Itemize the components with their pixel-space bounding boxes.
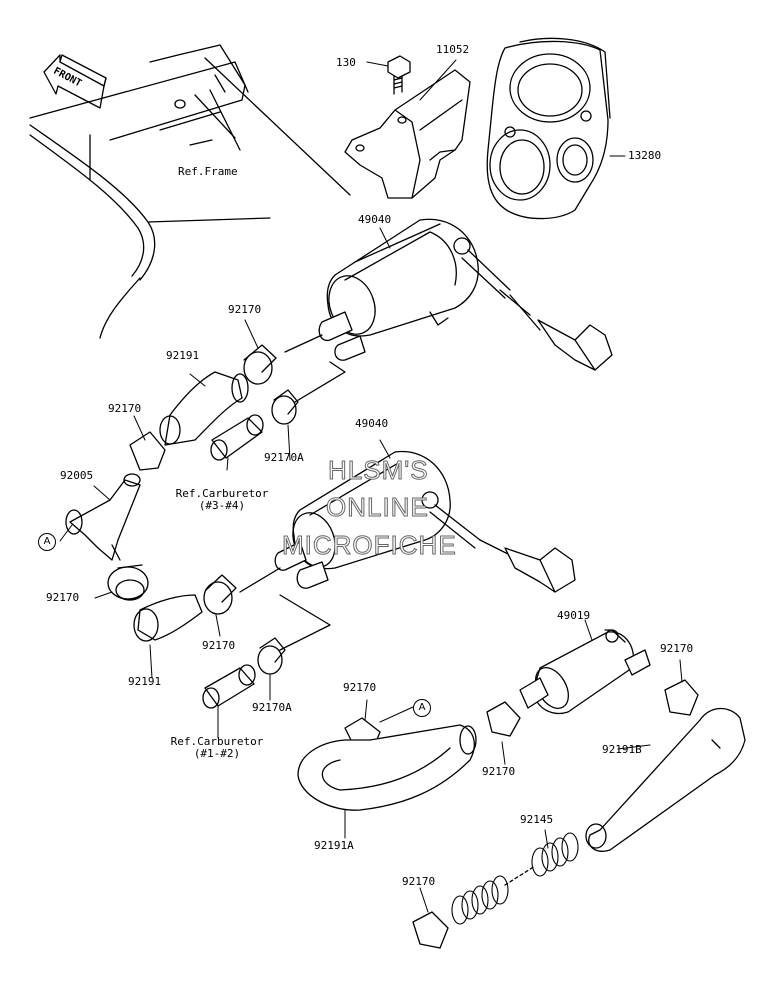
- part-number-92170A-lower: 92170A: [252, 701, 292, 714]
- clamp-92170-upper-drawing: [243, 344, 299, 425]
- callout-a-left: A: [38, 533, 56, 551]
- fitting-92005-drawing: [65, 473, 141, 561]
- fuel-filter-49019-drawing: [519, 629, 651, 715]
- fuel-pump-49040-upper-drawing: [318, 218, 613, 371]
- hose-92191A-drawing: [297, 724, 477, 811]
- part-number-92191B: 92191B: [602, 743, 642, 756]
- callout-a-right: A: [413, 699, 431, 717]
- part-number-92170A-upper: 92170A: [264, 451, 304, 464]
- watermark-line1: HLSM'S: [328, 455, 429, 486]
- hose-92191-lower-drawing: [133, 594, 203, 642]
- clamp-92170-lower-left-drawing: [107, 564, 149, 601]
- part-number-92170-b: 92170: [108, 402, 142, 415]
- part-number-92191-upper: 92191: [166, 349, 200, 362]
- watermark-line2: ONLINE: [326, 492, 429, 523]
- part-number-92170-a: 92170: [228, 303, 262, 316]
- part-number-92170-h: 92170: [402, 875, 436, 888]
- bolt-130-drawing: [387, 55, 411, 95]
- front-arrow-icon: [43, 54, 107, 109]
- part-number-92170-c: 92170: [46, 591, 80, 604]
- part-number-49040-upper: 49040: [358, 213, 392, 226]
- part-number-130: 130: [336, 56, 356, 69]
- spring-92145-drawing: [451, 832, 579, 925]
- ref-carburetor-34-line2: (#3-#4): [198, 499, 246, 512]
- frame-ref-drawing: [29, 44, 351, 339]
- part-number-92191-lower: 92191: [128, 675, 162, 688]
- part-number-92005: 92005: [60, 469, 94, 482]
- carburetor-ref-upper-drawing: [210, 414, 264, 461]
- clamp-92170-left-drawing: [129, 431, 166, 471]
- watermark-line3: MICROFICHE: [282, 530, 457, 561]
- leader-lines: [59, 59, 683, 913]
- part-number-49040-lower: 49040: [355, 417, 389, 430]
- carburetor-ref-lower-drawing: [202, 664, 256, 709]
- part-number-49019: 49019: [557, 609, 591, 622]
- part-number-92170-d: 92170: [202, 639, 236, 652]
- hose-92191B-drawing: [585, 707, 746, 852]
- hose-92191-upper-drawing: [159, 371, 249, 446]
- plate-13280-drawing: [486, 37, 611, 220]
- part-number-92170-e: 92170: [660, 642, 694, 655]
- part-number-13280: 13280: [628, 149, 662, 162]
- part-number-92145: 92145: [520, 813, 554, 826]
- ref-carburetor-12-line2: (#1-#2): [193, 747, 241, 760]
- bracket-11052-drawing: [344, 69, 471, 199]
- part-number-92191A: 92191A: [314, 839, 354, 852]
- ref-carburetor-12-line1: Ref.Carburetor: [170, 735, 264, 748]
- part-number-11052: 11052: [436, 43, 470, 56]
- clamp-92170-mid-drawing: [203, 574, 286, 675]
- fuel-pump-49040-lower-drawing: [274, 450, 576, 593]
- part-number-92170-f: 92170: [343, 681, 377, 694]
- ref-carburetor-34-label: Ref.Carburetor (#3-#4): [157, 488, 287, 512]
- part-number-92170-g: 92170: [482, 765, 516, 778]
- ref-frame-label: Ref.Frame: [178, 165, 238, 178]
- ref-carburetor-12-label: Ref.Carburetor (#1-#2): [152, 736, 282, 760]
- ref-carburetor-34-line1: Ref.Carburetor: [175, 487, 269, 500]
